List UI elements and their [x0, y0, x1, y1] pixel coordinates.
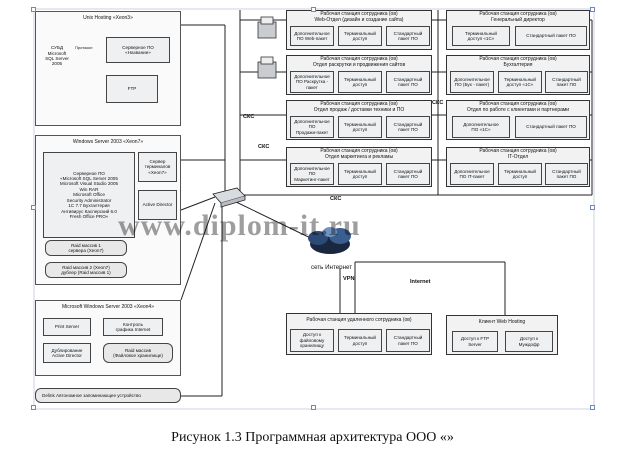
- department-title: Рабочая станция сотрудника (ов) Отдел по…: [466, 101, 570, 113]
- app-box: Дополнительное ПО Раскрутка - пакет: [290, 71, 334, 93]
- department-title: Рабочая станция сотрудника (ов) Генераль…: [479, 11, 557, 23]
- app-box: Стандартный пакет ПО: [386, 329, 430, 352]
- resize-handle[interactable]: [311, 7, 316, 12]
- database-label: СУБД Microsoft SQL Server 2005: [45, 45, 69, 67]
- watermark: www.diplom-it.ru: [118, 209, 361, 242]
- resize-handle[interactable]: [590, 205, 595, 210]
- app-box: Дополнительное ПО (Бух - пакет): [450, 71, 494, 93]
- app-box: Терминальный доступ: [338, 71, 382, 93]
- department-seo: Рабочая станция сотрудника (ов) Отдел ра…: [286, 55, 432, 95]
- app-box: Дополнительное ПО IT-пакет: [450, 163, 494, 185]
- app-box: Стандартный пакет ПО: [386, 116, 430, 138]
- vpn-label: VPN: [343, 276, 355, 282]
- department-it: Рабочая станция сотрудника (ов) IT-Отдел…: [446, 147, 590, 187]
- app-box: Терминальный доступ: [338, 116, 382, 138]
- app-box: Стандартный пакет ПО: [386, 163, 430, 185]
- app-box: Доступ к FTP Server: [452, 331, 498, 352]
- app-box: Терминальный доступ: [338, 329, 382, 352]
- app-box: Стандартный пакет ПО: [386, 26, 430, 46]
- department-title: Рабочая станция удаленного сотрудника (о…: [306, 317, 412, 323]
- app-box: Доступ к Муждофр: [505, 331, 553, 352]
- unix-hosting-group: Unix Hosting «Xeon3»: [35, 11, 181, 126]
- app-box: Дополнительное ПО «1С»: [452, 116, 510, 138]
- department-director: Рабочая станция сотрудника (ов) Генераль…: [446, 10, 590, 50]
- app-box: Стандартный пакет ПО: [386, 71, 430, 93]
- storage-device: Delink Автономное запоминающее устройств…: [35, 388, 181, 403]
- terminal-server-box: Сервер терминалов «Xeon7»: [138, 152, 177, 182]
- server-software-box: Серверное ПО «Microsoft SQL Server 2005 …: [43, 152, 135, 238]
- app-box: Стандартный пакет ПО: [515, 26, 587, 46]
- app-box: Доступ к файловому хранилищу: [290, 329, 334, 352]
- traffic-control-box: Контроль графика Internet: [103, 318, 163, 336]
- printer-icon: [257, 16, 277, 39]
- network-switch-icon: [212, 187, 246, 208]
- remote-workstation: Рабочая станция удаленного сотрудника (о…: [286, 313, 432, 355]
- department-accounting: Рабочая станция сотрудника (ов) Бухгалте…: [446, 55, 590, 95]
- resize-handle[interactable]: [31, 205, 36, 210]
- department-title: Рабочая станция сотрудника (ов) Отдел пр…: [313, 101, 405, 113]
- group-title: Microsoft Windows Server 2003 «Xeon4»: [62, 304, 154, 310]
- app-box: Дополнительное ПО Web-пакет: [290, 26, 334, 46]
- resize-handle[interactable]: [311, 405, 316, 410]
- internet-label: Internet: [410, 279, 431, 285]
- app-box: Стандартный пакет ПО: [545, 71, 588, 93]
- internet-cloud-icon: [308, 227, 351, 254]
- app-box: Терминальный доступ «1С»: [498, 71, 542, 93]
- ftp-box: FTP: [106, 75, 158, 103]
- department-title: Рабочая станция сотрудника (ов) Отдел ра…: [312, 56, 406, 68]
- resize-handle[interactable]: [590, 405, 595, 410]
- app-box: Стандартный пакет ПО: [545, 163, 588, 185]
- server-software-box: Серверное ПО «Название»: [106, 37, 170, 63]
- resize-handle[interactable]: [590, 7, 595, 12]
- raid-array-1: Raid массив 1 сервера (Xeon7): [45, 240, 127, 256]
- group-title: Windows Server 2003 «Xeon7»: [72, 139, 144, 145]
- group-title: Unix Hosting «Xeon3»: [83, 15, 133, 21]
- department-sales: Рабочая станция сотрудника (ов) Отдел пр…: [286, 100, 432, 140]
- printer-icon: [257, 56, 277, 79]
- department-title: Клиент Web Hosting: [478, 319, 526, 325]
- windows-server-xeon4-group: Microsoft Windows Server 2003 «Xeon4»: [35, 300, 181, 376]
- protocol-label: Протокол: [75, 45, 93, 50]
- web-hosting-client: Клиент Web Hosting Доступ к FTP Server Д…: [446, 315, 558, 355]
- department-marketing: Рабочая станция сотрудника (ов) Отдел ма…: [286, 147, 432, 187]
- department-web: Рабочая станция сотрудника (ов) Web-Отде…: [286, 10, 432, 50]
- app-box: Дополнительное ПО Маркетинг-пакет: [290, 163, 334, 185]
- app-box: Терминальный доступ: [498, 163, 542, 185]
- cks-label: СКС: [330, 196, 342, 202]
- active-directory-box: Active Director: [138, 190, 177, 220]
- department-title: Рабочая станция сотрудника (ов) IT-Отдел: [479, 148, 557, 160]
- resize-handle[interactable]: [31, 405, 36, 410]
- print-server-box: Print Server: [43, 318, 91, 336]
- cks-label: СКС: [243, 114, 255, 120]
- internet-cloud-label: сеть Интернет: [311, 264, 353, 271]
- department-title: Рабочая станция сотрудника (ов) Отдел ма…: [320, 148, 398, 160]
- file-storage-raid: Raid массив (Файловое хранилище): [103, 343, 173, 363]
- cks-label: СКС: [258, 144, 270, 150]
- app-box: Терминальный доступ: [338, 26, 382, 46]
- figure-caption: Рисунок 1.3 Программная архитектура ООО …: [171, 430, 454, 445]
- resize-handle[interactable]: [31, 7, 36, 12]
- raid-array-2: Raid массив 2 (Xeon7) дублер (Raid масси…: [45, 262, 127, 278]
- cks-label: СКС: [432, 100, 444, 106]
- ad-duplication-box: Дублирование Active Director: [43, 343, 91, 363]
- department-clients: Рабочая станция сотрудника (ов) Отдел по…: [446, 100, 590, 140]
- department-title: Рабочая станция сотрудника (ов) Бухгалте…: [479, 56, 557, 68]
- app-box: Дополнительное ПО Продажи-пакет: [290, 116, 334, 138]
- app-box: Терминальный доступ: [338, 163, 382, 185]
- department-title: Рабочая станция сотрудника (ов) Web-Отде…: [314, 11, 404, 23]
- app-box: Терминальный доступ «1С»: [452, 26, 510, 46]
- app-box: Стандартный пакет ПО: [515, 116, 587, 138]
